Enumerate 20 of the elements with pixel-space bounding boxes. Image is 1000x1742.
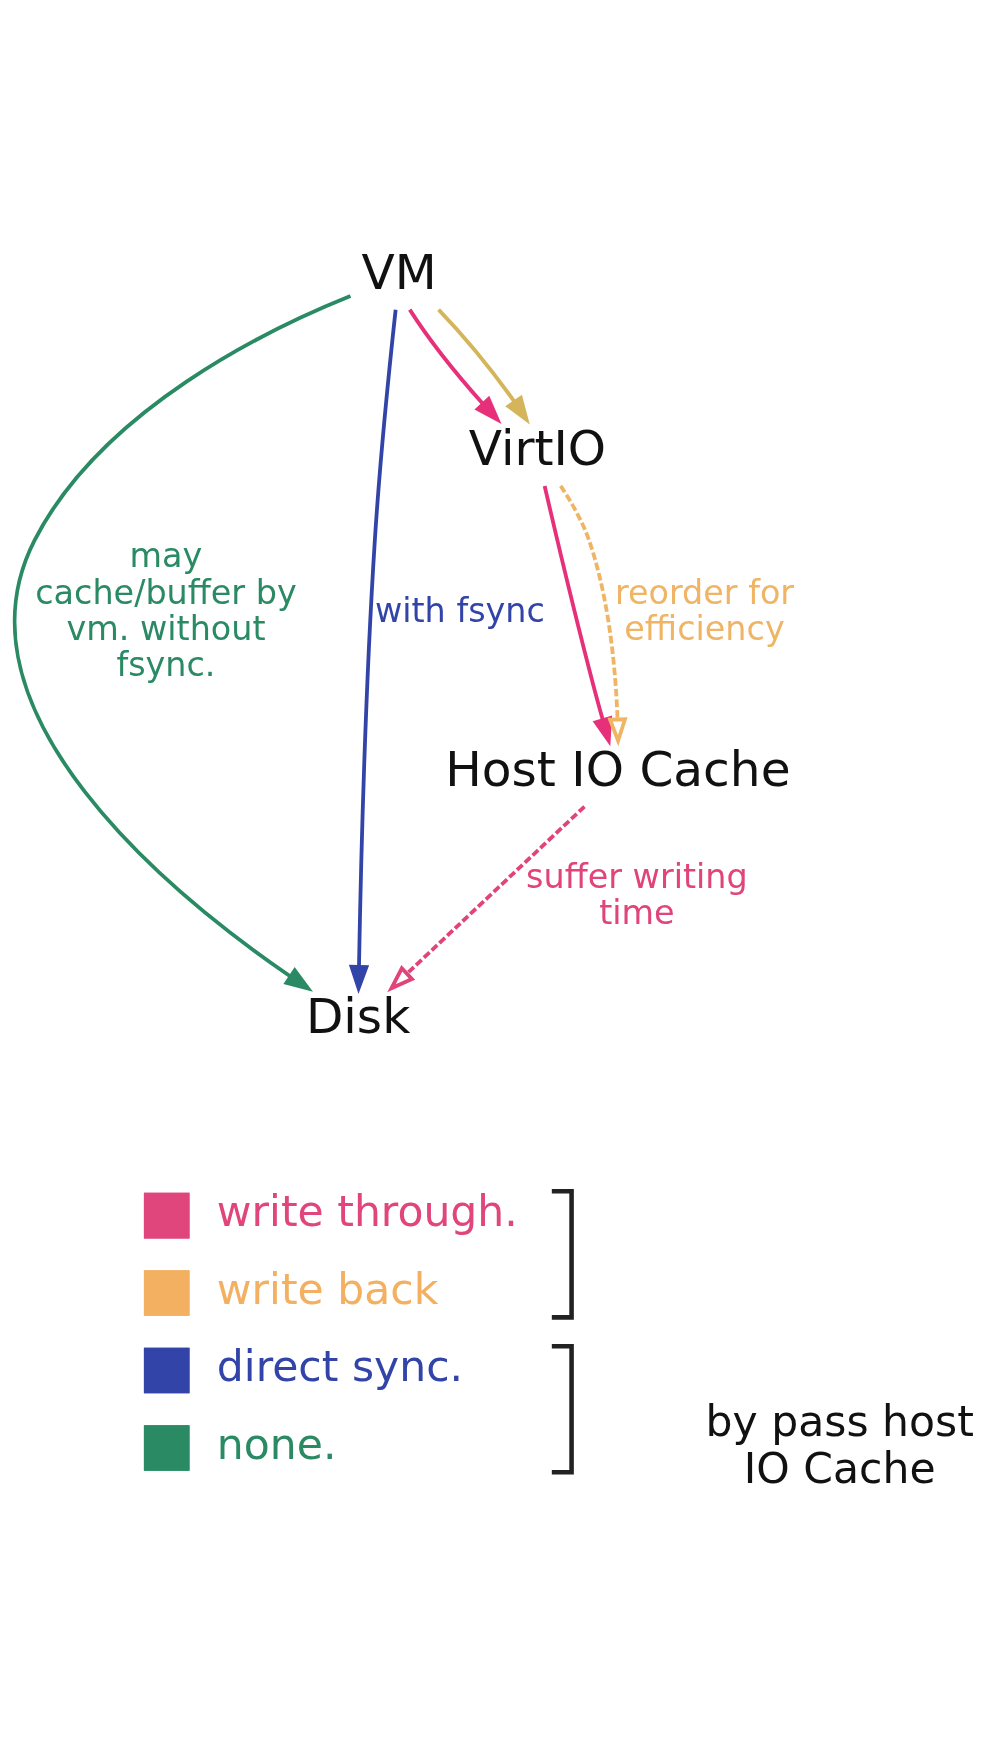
arrow <box>437 307 530 424</box>
legend-label: write back <box>216 1264 439 1314</box>
arrow <box>13 293 352 992</box>
edge-label: may cache/buffer by vm. without fsync. <box>35 535 297 684</box>
node-text: VirtIO <box>468 419 607 476</box>
arrow <box>408 308 502 424</box>
edge-label: reorder for efficiency <box>614 572 795 648</box>
legend-label: none. <box>216 1419 337 1469</box>
edge-label: suffer writing time <box>526 856 748 932</box>
arrow <box>387 804 586 992</box>
label: by pass host IO Cache <box>705 1396 974 1493</box>
node-text: Host IO Cache <box>445 740 791 797</box>
edge-label: with fsync <box>374 590 545 630</box>
legend-label: direct sync. <box>216 1341 464 1391</box>
arrow <box>348 308 398 994</box>
legend-label: write through. <box>216 1186 518 1236</box>
arrow <box>542 485 613 746</box>
node-text: Disk <box>305 987 411 1044</box>
node-text: VM <box>361 243 437 300</box>
arrow <box>559 484 628 746</box>
